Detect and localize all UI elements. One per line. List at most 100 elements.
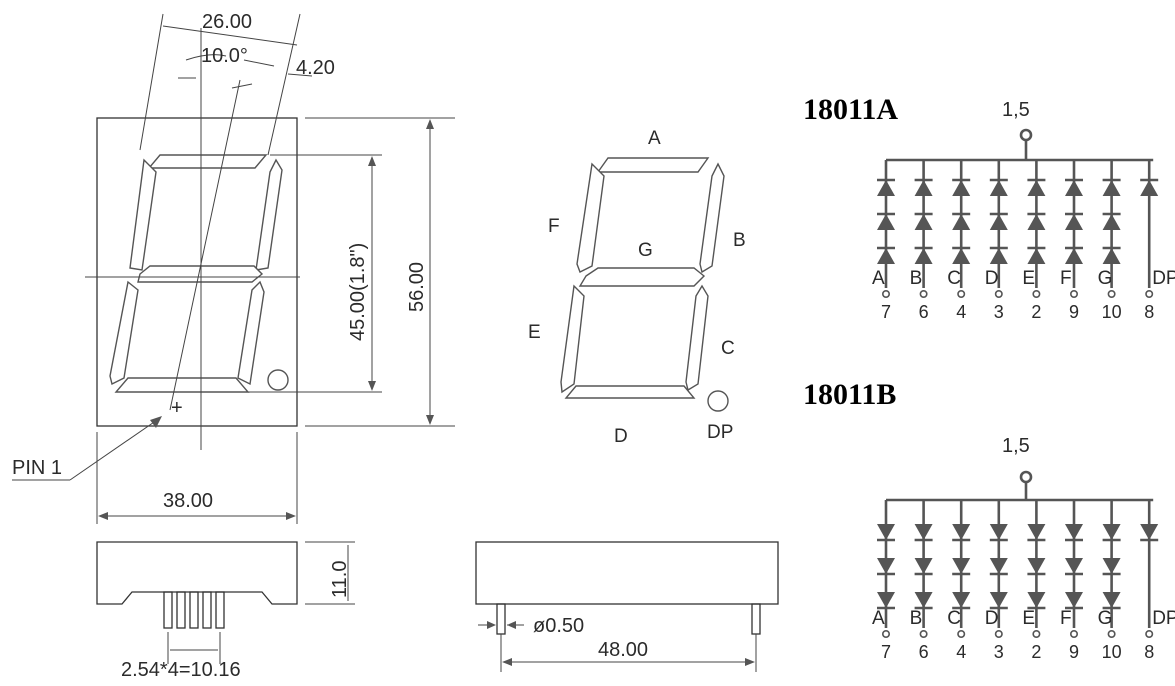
dim-body-width: 38.00 — [163, 490, 213, 512]
front-view: 26.00 10.0° 4.20 45.00(1.8") 56.00 38.00 — [12, 11, 455, 524]
map-seg-f — [576, 162, 605, 273]
diode-symbol — [914, 248, 933, 264]
diode-symbol — [989, 524, 1008, 540]
segment-pin-terminal — [1070, 629, 1079, 638]
segment-label: DP — [1152, 608, 1175, 629]
dim-dia-arrow-right — [507, 621, 516, 629]
pin-number: 8 — [1144, 642, 1154, 662]
dim-38-arrow-right — [286, 512, 296, 520]
diode-symbol — [1102, 180, 1121, 196]
segment-label: A — [872, 268, 885, 289]
dim-420-leader — [287, 73, 313, 77]
dim-dia-arrow-left — [487, 621, 496, 629]
map-label-c: C — [721, 338, 735, 359]
diode-symbol — [1065, 214, 1083, 230]
circuit-common-pin: 1,5 — [1002, 435, 1030, 457]
pin-number: 3 — [994, 302, 1004, 322]
dim-pin-pitch: 2.54*4=10.16 — [121, 659, 241, 681]
segment-pin-terminal — [957, 629, 966, 638]
diode-symbol — [1065, 592, 1083, 608]
segment-pin-terminal — [1107, 289, 1116, 298]
pin-number: 2 — [1031, 642, 1041, 662]
diode-symbol — [952, 592, 971, 608]
dim-48-arrow-right — [745, 658, 755, 666]
side-pin — [202, 591, 212, 629]
segment-pin-terminal — [1145, 629, 1154, 638]
common-pin-terminal — [1019, 470, 1033, 484]
dim-56-arrow-top — [426, 119, 434, 129]
diode-symbol — [877, 214, 895, 230]
front-seg-dp — [267, 369, 289, 391]
segment-pin-terminal — [1032, 289, 1041, 298]
map-label-dp: DP — [707, 422, 733, 443]
diode-symbol — [914, 592, 933, 608]
dim-slant-angle: 10.0° — [201, 45, 248, 67]
pin-number: 2 — [1031, 302, 1041, 322]
dim-26-line — [162, 25, 298, 46]
front-digit — [109, 154, 289, 393]
pin-number: 7 — [881, 302, 891, 322]
dim-26-ext-left — [139, 13, 164, 151]
front-seg-c — [237, 280, 265, 386]
segment-pin-terminal — [1145, 289, 1154, 298]
diode-symbol — [1027, 180, 1046, 196]
map-label-g: G — [638, 240, 653, 261]
diode-symbol — [989, 214, 1008, 230]
map-seg-c — [685, 284, 709, 392]
dim-45-arrow-top — [368, 156, 376, 166]
front-seg-b — [255, 158, 283, 271]
dim-angle-arc — [185, 54, 227, 61]
segment-label: D — [985, 608, 999, 629]
segment-pin-terminal — [881, 629, 890, 638]
front-slant-axis — [169, 79, 241, 411]
map-seg-g — [578, 267, 706, 287]
diode-symbol — [1027, 248, 1046, 264]
common-pin-terminal — [1019, 128, 1033, 142]
dim-26-ext-right — [267, 13, 301, 156]
pin-view-body — [475, 541, 779, 605]
diode-symbol — [1027, 524, 1046, 540]
circuit-common-pin: 1,5 — [1002, 99, 1030, 121]
pin-view-pin-right — [751, 603, 761, 635]
side-pin — [176, 591, 186, 629]
map-label-d: D — [614, 426, 628, 447]
pin-number: 9 — [1069, 642, 1079, 662]
side-view: 2.54*4=10.16 11.0 — [96, 541, 355, 681]
segment-label: C — [947, 608, 961, 629]
dim-segment-width: 4.20 — [296, 57, 335, 79]
segment-label: E — [1022, 608, 1035, 629]
front-seg-e — [109, 280, 139, 386]
diode-symbol — [1102, 524, 1121, 540]
circuit-title: 18011A — [803, 93, 898, 126]
map-label-e: E — [528, 322, 541, 343]
side-body-outline — [96, 541, 298, 605]
pin-view-pin-left — [496, 603, 506, 635]
diode-symbol — [952, 214, 971, 230]
diode-symbol — [952, 248, 971, 264]
diode-symbol — [914, 180, 933, 196]
segment-label: F — [1060, 608, 1072, 629]
front-seg-d — [114, 377, 250, 393]
map-seg-a — [596, 157, 710, 173]
pin-number: 6 — [919, 642, 929, 662]
diode-symbol — [877, 248, 895, 264]
front-seg-g — [137, 265, 264, 283]
diode-symbol — [952, 524, 971, 540]
segment-pin-terminal — [1107, 629, 1116, 638]
pin1-leader — [69, 417, 161, 481]
pin1-leader-arrow — [150, 416, 162, 428]
segment-label: DP — [1152, 268, 1175, 289]
diode-symbol — [1102, 248, 1121, 264]
segment-label: B — [910, 608, 923, 629]
side-pin — [215, 591, 225, 629]
diode-symbol — [1027, 558, 1046, 574]
segment-pin-terminal — [919, 629, 928, 638]
dim-body-height: 56.00 — [406, 262, 428, 312]
diode-symbol — [1140, 180, 1159, 196]
pin-number: 4 — [956, 642, 966, 662]
front-seg-f — [129, 158, 157, 271]
segment-pin-terminal — [919, 289, 928, 298]
pin-number: 7 — [881, 642, 891, 662]
pin-view: ø0.50 48.00 — [475, 541, 779, 672]
side-pin — [189, 591, 199, 629]
